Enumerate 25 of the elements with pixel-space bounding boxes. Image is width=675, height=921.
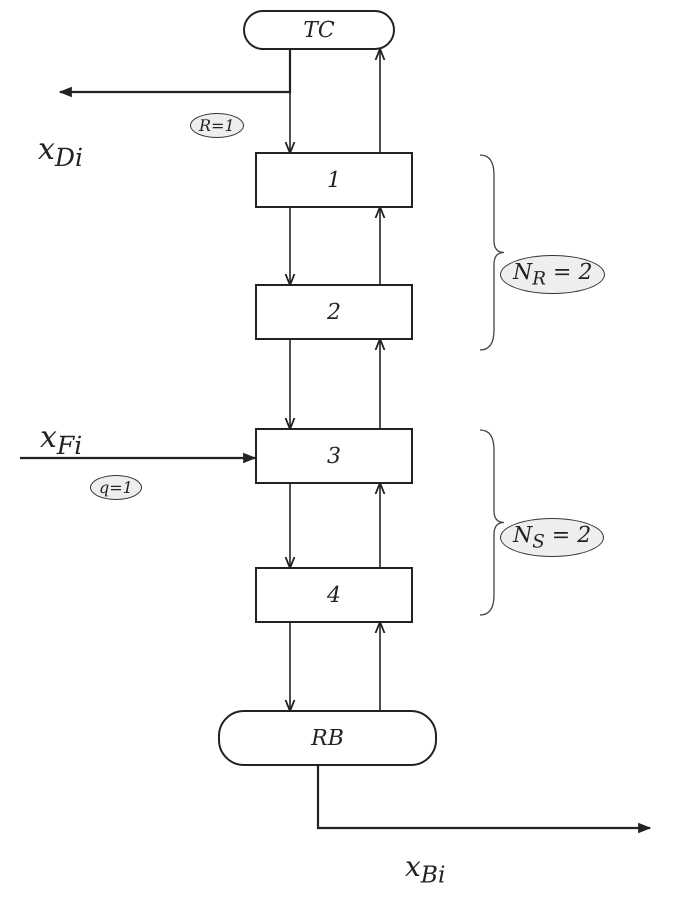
edge-label: R=1 xyxy=(190,113,244,138)
arrow xyxy=(20,452,256,464)
arrow xyxy=(284,340,296,430)
composition-label: x$_{Di}$ xyxy=(38,132,83,172)
arrow xyxy=(58,50,292,98)
arrow xyxy=(284,208,296,286)
edge-label: q=1 xyxy=(90,475,142,500)
stage-box: 1 xyxy=(255,152,413,208)
arrow xyxy=(316,766,652,834)
terminal-box: TC xyxy=(243,10,395,50)
arrow xyxy=(284,484,296,570)
arrow xyxy=(374,206,386,284)
stage-box: 3 xyxy=(255,428,413,484)
arrow xyxy=(374,620,386,710)
arrow xyxy=(374,48,386,152)
terminal-box: RB xyxy=(218,710,437,766)
arrow xyxy=(284,623,296,712)
stage-count: N$_{S}$ = 2 xyxy=(500,518,604,558)
stage-count: N$_{R}$ = 2 xyxy=(500,255,606,294)
stage-box: 2 xyxy=(255,284,413,340)
composition-label: x$_{Bi}$ xyxy=(405,850,446,889)
stage-box: 4 xyxy=(255,567,413,623)
arrow xyxy=(374,482,386,567)
arrow xyxy=(374,338,386,428)
composition-label: x$_{Fi}$ xyxy=(40,420,82,460)
